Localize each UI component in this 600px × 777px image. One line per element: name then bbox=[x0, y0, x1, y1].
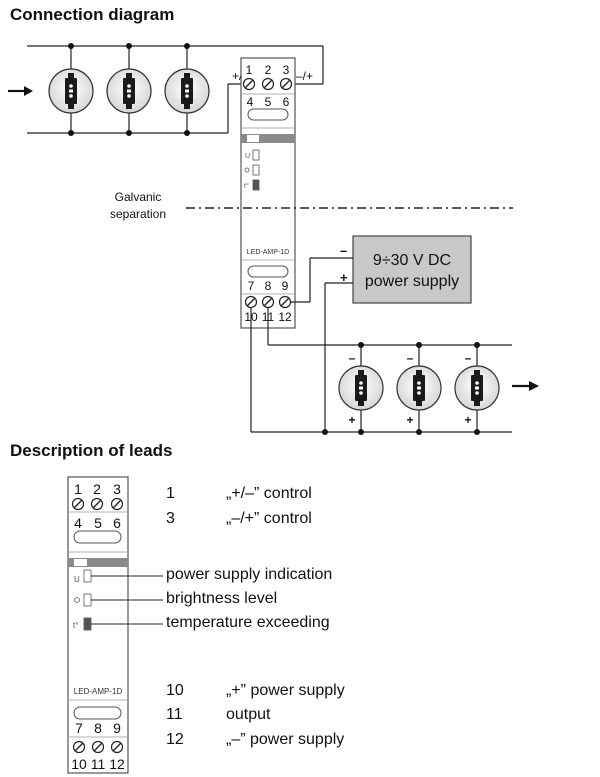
out-led2-plus: + bbox=[406, 413, 413, 427]
led-module-out-3 bbox=[454, 365, 500, 411]
power-supply-label: power supply bbox=[365, 273, 459, 290]
lead-row-3: 3 „–/+” control bbox=[166, 510, 312, 528]
led-module-out-2 bbox=[396, 365, 442, 411]
terminal-5: 5 bbox=[265, 95, 272, 109]
leads-terminal-2: 2 bbox=[93, 481, 101, 497]
ps-minus-label: – bbox=[340, 243, 347, 258]
leads-terminal-9: 9 bbox=[113, 720, 121, 736]
module-brightness-icon bbox=[244, 167, 250, 173]
module-model-label: LED-AMP-1D bbox=[247, 249, 289, 256]
out-led1-minus: – bbox=[349, 351, 356, 365]
leads-indicator-u: U bbox=[74, 575, 80, 584]
led-module-out-1 bbox=[338, 365, 384, 411]
leads-top-screws bbox=[71, 497, 124, 511]
leads-terminal-10: 10 bbox=[71, 756, 87, 772]
terminal-12: 12 bbox=[278, 310, 292, 324]
led-module-in-2 bbox=[106, 68, 152, 114]
leads-heading: Description of leads bbox=[10, 441, 173, 460]
connection-diagram-heading: Connection diagram bbox=[10, 5, 175, 24]
terminal-7: 7 bbox=[248, 279, 255, 293]
leads-model-label: LED-AMP-1D bbox=[74, 687, 123, 696]
input-junctions bbox=[68, 43, 190, 136]
leads-terminal-7: 7 bbox=[75, 720, 83, 736]
lead-row-12: 12 „–” power supply bbox=[166, 731, 344, 749]
out-led1-plus: + bbox=[348, 413, 355, 427]
lead-desc-12: „–” power supply bbox=[226, 731, 345, 748]
leads-terminal-1: 1 bbox=[74, 481, 82, 497]
lead-desc-1: „+/–” control bbox=[226, 485, 312, 502]
power-supply: 9÷30 V DC power supply bbox=[352, 235, 472, 304]
out-led3-minus: – bbox=[465, 351, 472, 365]
leads-terminal-4: 4 bbox=[74, 515, 82, 531]
output-led-strip bbox=[338, 365, 500, 411]
indication-power-supply: power supply indication bbox=[166, 566, 333, 583]
leads-brightness-icon bbox=[74, 597, 80, 603]
out-led3-plus: + bbox=[464, 413, 471, 427]
terminal-3: 3 bbox=[283, 63, 290, 77]
module-bottom-screws bbox=[244, 295, 292, 309]
galvanic-label-2: separation bbox=[110, 207, 166, 221]
leads-terminal-11: 11 bbox=[91, 756, 106, 772]
led-module-in-1 bbox=[48, 68, 94, 114]
leads-indicator-t: t° bbox=[73, 621, 78, 630]
led-amp-module: U t° LED-AMP-1D bbox=[240, 57, 296, 329]
lead-row-11: 11 output bbox=[166, 706, 270, 724]
indicator-leaders bbox=[91, 575, 163, 625]
lead-row-1: 1 „+/–” control bbox=[166, 485, 312, 503]
terminal-6: 6 bbox=[283, 95, 290, 109]
input-arrow bbox=[8, 86, 33, 96]
output-junctions bbox=[322, 342, 480, 435]
output-arrow bbox=[512, 381, 539, 391]
input-led-strip bbox=[48, 68, 210, 114]
leads-module: U t° LED-AMP-1D bbox=[67, 476, 129, 774]
galvanic-label-1: Galvanic bbox=[115, 190, 162, 204]
leads-terminal-6: 6 bbox=[113, 515, 121, 531]
out-led2-minus: – bbox=[407, 351, 414, 365]
module-indicator-t: t° bbox=[244, 182, 249, 190]
led-module-in-3 bbox=[164, 68, 210, 114]
input-neg-label: –/+ bbox=[296, 69, 313, 83]
leads-terminal-12: 12 bbox=[109, 756, 125, 772]
indication-brightness: brightness level bbox=[166, 590, 278, 607]
lead-num-12: 12 bbox=[166, 731, 184, 748]
terminal-9: 9 bbox=[282, 279, 289, 293]
terminal-8: 8 bbox=[265, 279, 272, 293]
output-wiring bbox=[250, 257, 512, 433]
terminal-2: 2 bbox=[265, 63, 272, 77]
lead-row-10: 10 „+” power supply bbox=[166, 682, 345, 700]
terminal-1: 1 bbox=[246, 63, 253, 77]
lead-desc-11: output bbox=[226, 706, 271, 723]
lead-num-3: 3 bbox=[166, 510, 175, 527]
leads-terminal-5: 5 bbox=[94, 515, 102, 531]
leads-terminal-8: 8 bbox=[94, 720, 102, 736]
lead-desc-10: „+” power supply bbox=[226, 682, 345, 699]
lead-num-10: 10 bbox=[166, 682, 184, 699]
leads-terminal-3: 3 bbox=[113, 481, 121, 497]
module-top-screws bbox=[242, 77, 293, 91]
lead-desc-3: „–/+” control bbox=[226, 510, 312, 527]
lead-num-1: 1 bbox=[166, 485, 175, 502]
ps-plus-label: + bbox=[340, 270, 348, 285]
indication-temperature: temperature exceeding bbox=[166, 614, 330, 631]
leads-bottom-screws bbox=[72, 740, 124, 754]
terminal-4: 4 bbox=[247, 95, 254, 109]
module-indicator-u: U bbox=[245, 153, 250, 160]
power-supply-voltage: 9÷30 V DC bbox=[373, 252, 451, 269]
lead-num-11: 11 bbox=[166, 706, 183, 723]
